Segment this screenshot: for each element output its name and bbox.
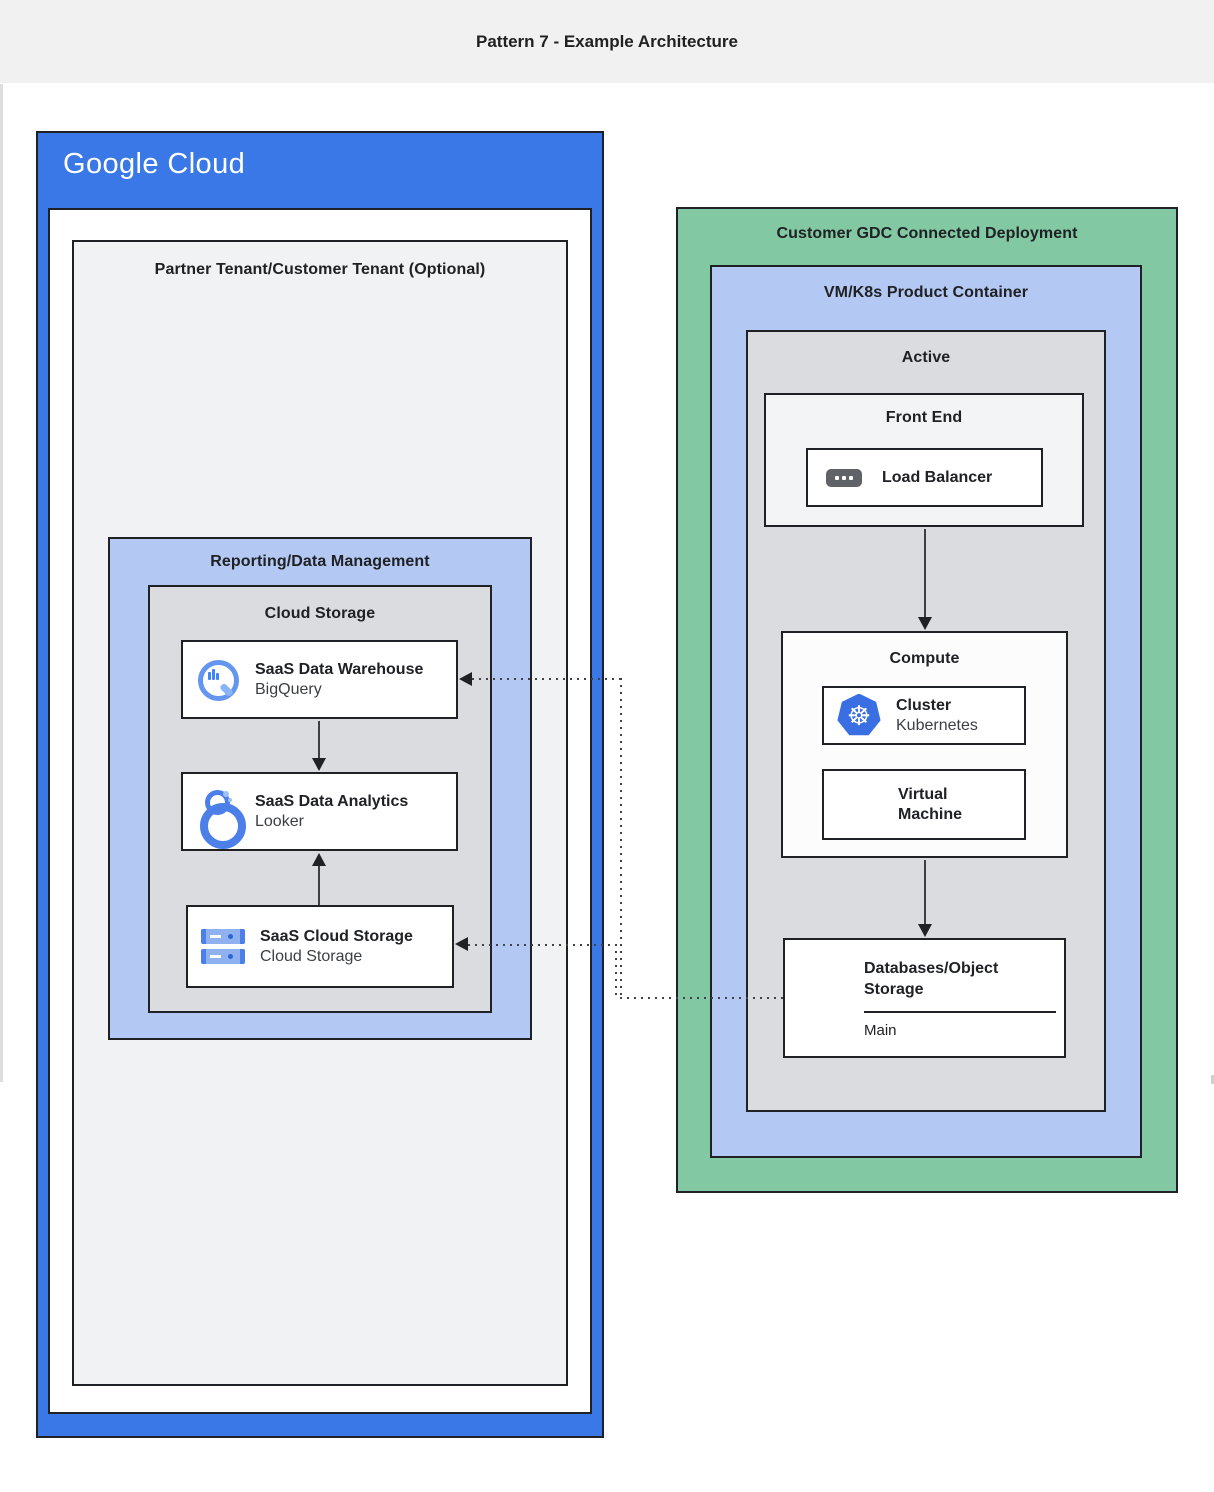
load-balancer-icon — [826, 468, 862, 487]
card-text: Cluster Kubernetes — [896, 696, 978, 736]
card-subtitle: Kubernetes — [896, 716, 978, 734]
arrow-warehouse-to-analytics — [318, 721, 320, 759]
partner-tenant-label: Partner Tenant/Customer Tenant (Optional… — [154, 261, 486, 278]
saas-data-analytics-card: SaaS Data Analytics Looker — [181, 772, 458, 851]
databases-card: Databases/Object Storage Main — [783, 938, 1066, 1058]
compute-label: Compute — [889, 650, 960, 667]
dotted-link-from-databases — [620, 997, 783, 999]
databases-main-label: Main — [864, 1022, 897, 1039]
cloud-storage-icon — [201, 929, 245, 964]
page-edge-right — [1211, 1075, 1214, 1084]
arrowhead-up-icon — [312, 853, 326, 866]
card-text: SaaS Data Warehouse BigQuery — [255, 660, 423, 700]
kubernetes-icon: ☸ — [837, 693, 881, 736]
cloud-storage-label: Cloud Storage — [264, 605, 376, 622]
card-title: SaaS Data Analytics — [255, 792, 409, 810]
card-text: SaaS Cloud Storage Cloud Storage — [260, 927, 413, 967]
dotted-link-databases-to-storage — [468, 944, 618, 946]
card-subtitle: BigQuery — [255, 680, 322, 698]
page-header: Pattern 7 - Example Architecture — [0, 0, 1214, 83]
arrowhead-left-icon — [459, 672, 472, 686]
card-text: SaaS Data Analytics Looker — [255, 792, 408, 832]
arrowhead-left-icon — [455, 937, 468, 951]
arrow-storage-to-analytics — [318, 866, 320, 905]
bigquery-icon — [196, 658, 240, 702]
arrow-frontend-to-compute — [924, 529, 926, 618]
card-title: SaaS Data Warehouse — [255, 660, 424, 678]
databases-title: Databases/Object Storage — [864, 960, 999, 998]
google-cloud-logo: Google Cloud — [63, 148, 246, 180]
card-title: Load Balancer — [882, 468, 993, 486]
looker-icon — [196, 789, 246, 849]
databases-divider — [864, 1011, 1056, 1013]
reporting-label: Reporting/Data Management — [210, 553, 430, 570]
card-text: Databases/Object Storage Main — [864, 958, 1056, 1039]
saas-data-warehouse-card: SaaS Data Warehouse BigQuery — [181, 640, 458, 719]
card-title: Cluster — [896, 696, 952, 714]
virtual-machine-card: Virtual Machine — [822, 769, 1026, 840]
vmk8s-label: VM/K8s Product Container — [823, 284, 1029, 301]
arrow-compute-to-databases — [924, 860, 926, 925]
card-subtitle: Looker — [255, 812, 304, 830]
arrowhead-down-icon — [312, 758, 326, 771]
dotted-link-vertical — [620, 678, 622, 999]
page-edge-left — [0, 84, 3, 1082]
active-label: Active — [901, 349, 951, 366]
saas-cloud-storage-card: SaaS Cloud Storage Cloud Storage — [186, 905, 454, 988]
card-title: Virtual Machine — [898, 785, 963, 823]
cluster-card: ☸ Cluster Kubernetes — [822, 686, 1026, 745]
arrowhead-down-icon — [918, 617, 932, 630]
dotted-link-vertical-short — [615, 944, 617, 999]
card-title: SaaS Cloud Storage — [260, 927, 413, 945]
arrowhead-down-icon — [918, 924, 932, 937]
page-title: Pattern 7 - Example Architecture — [475, 32, 738, 51]
front-end-label: Front End — [885, 409, 963, 426]
gdc-label: Customer GDC Connected Deployment — [776, 225, 1078, 242]
load-balancer-card: Load Balancer — [806, 448, 1043, 507]
card-subtitle: Cloud Storage — [260, 947, 363, 965]
dotted-link-databases-to-warehouse — [472, 678, 622, 680]
